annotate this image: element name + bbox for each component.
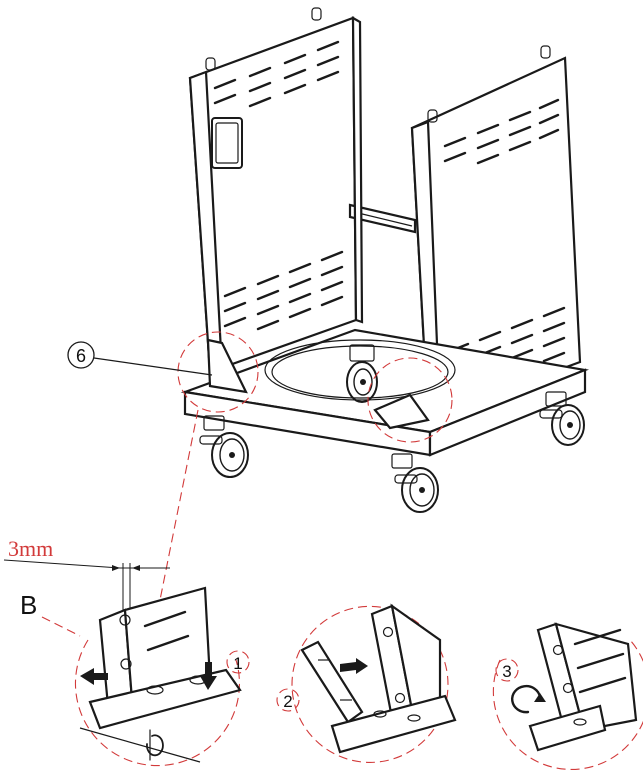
rotate-icon-step-3: [510, 684, 546, 714]
part-number: 6: [76, 346, 86, 366]
arrow-left-icon: [80, 668, 108, 685]
caster-front-right: [391, 453, 439, 513]
detail-letter: B: [20, 590, 37, 620]
arrow-right-icon: [340, 658, 368, 674]
callout-circle-right-corner: [367, 357, 453, 443]
step-2-label: 2: [283, 692, 292, 711]
caster-rear-right: [539, 391, 585, 446]
callout-leader: [159, 409, 199, 601]
rear-cross-bar: [348, 203, 417, 234]
vent-slots-upper-left: [213, 40, 340, 108]
detail-step-2: 2: [276, 603, 457, 763]
part-number-badge: 6: [67, 341, 213, 376]
detail-b: B 1: [20, 586, 250, 767]
step-3-label: 3: [502, 662, 511, 681]
arrow-down-icon: [200, 662, 217, 690]
vent-slots-lower-left: [223, 250, 344, 331]
gap-dimension: 3mm: [3, 536, 170, 630]
detail-3-circle: [492, 639, 643, 770]
rotate-icon: [146, 729, 164, 761]
callout-circle-left-corner: [177, 331, 259, 413]
gap-measure-text: 3mm: [8, 536, 53, 561]
detail-b-circle: [74, 639, 240, 767]
caster-front-left: [199, 415, 249, 478]
left-side-panel: [188, 7, 358, 374]
vent-slots-upper-right: [443, 98, 560, 165]
cart-assembly: [159, 7, 590, 601]
step-1-label: 1: [233, 654, 242, 673]
base-frame: [180, 328, 590, 457]
detail-step-3: 3: [492, 622, 643, 770]
caster-rear-center: [346, 344, 378, 403]
